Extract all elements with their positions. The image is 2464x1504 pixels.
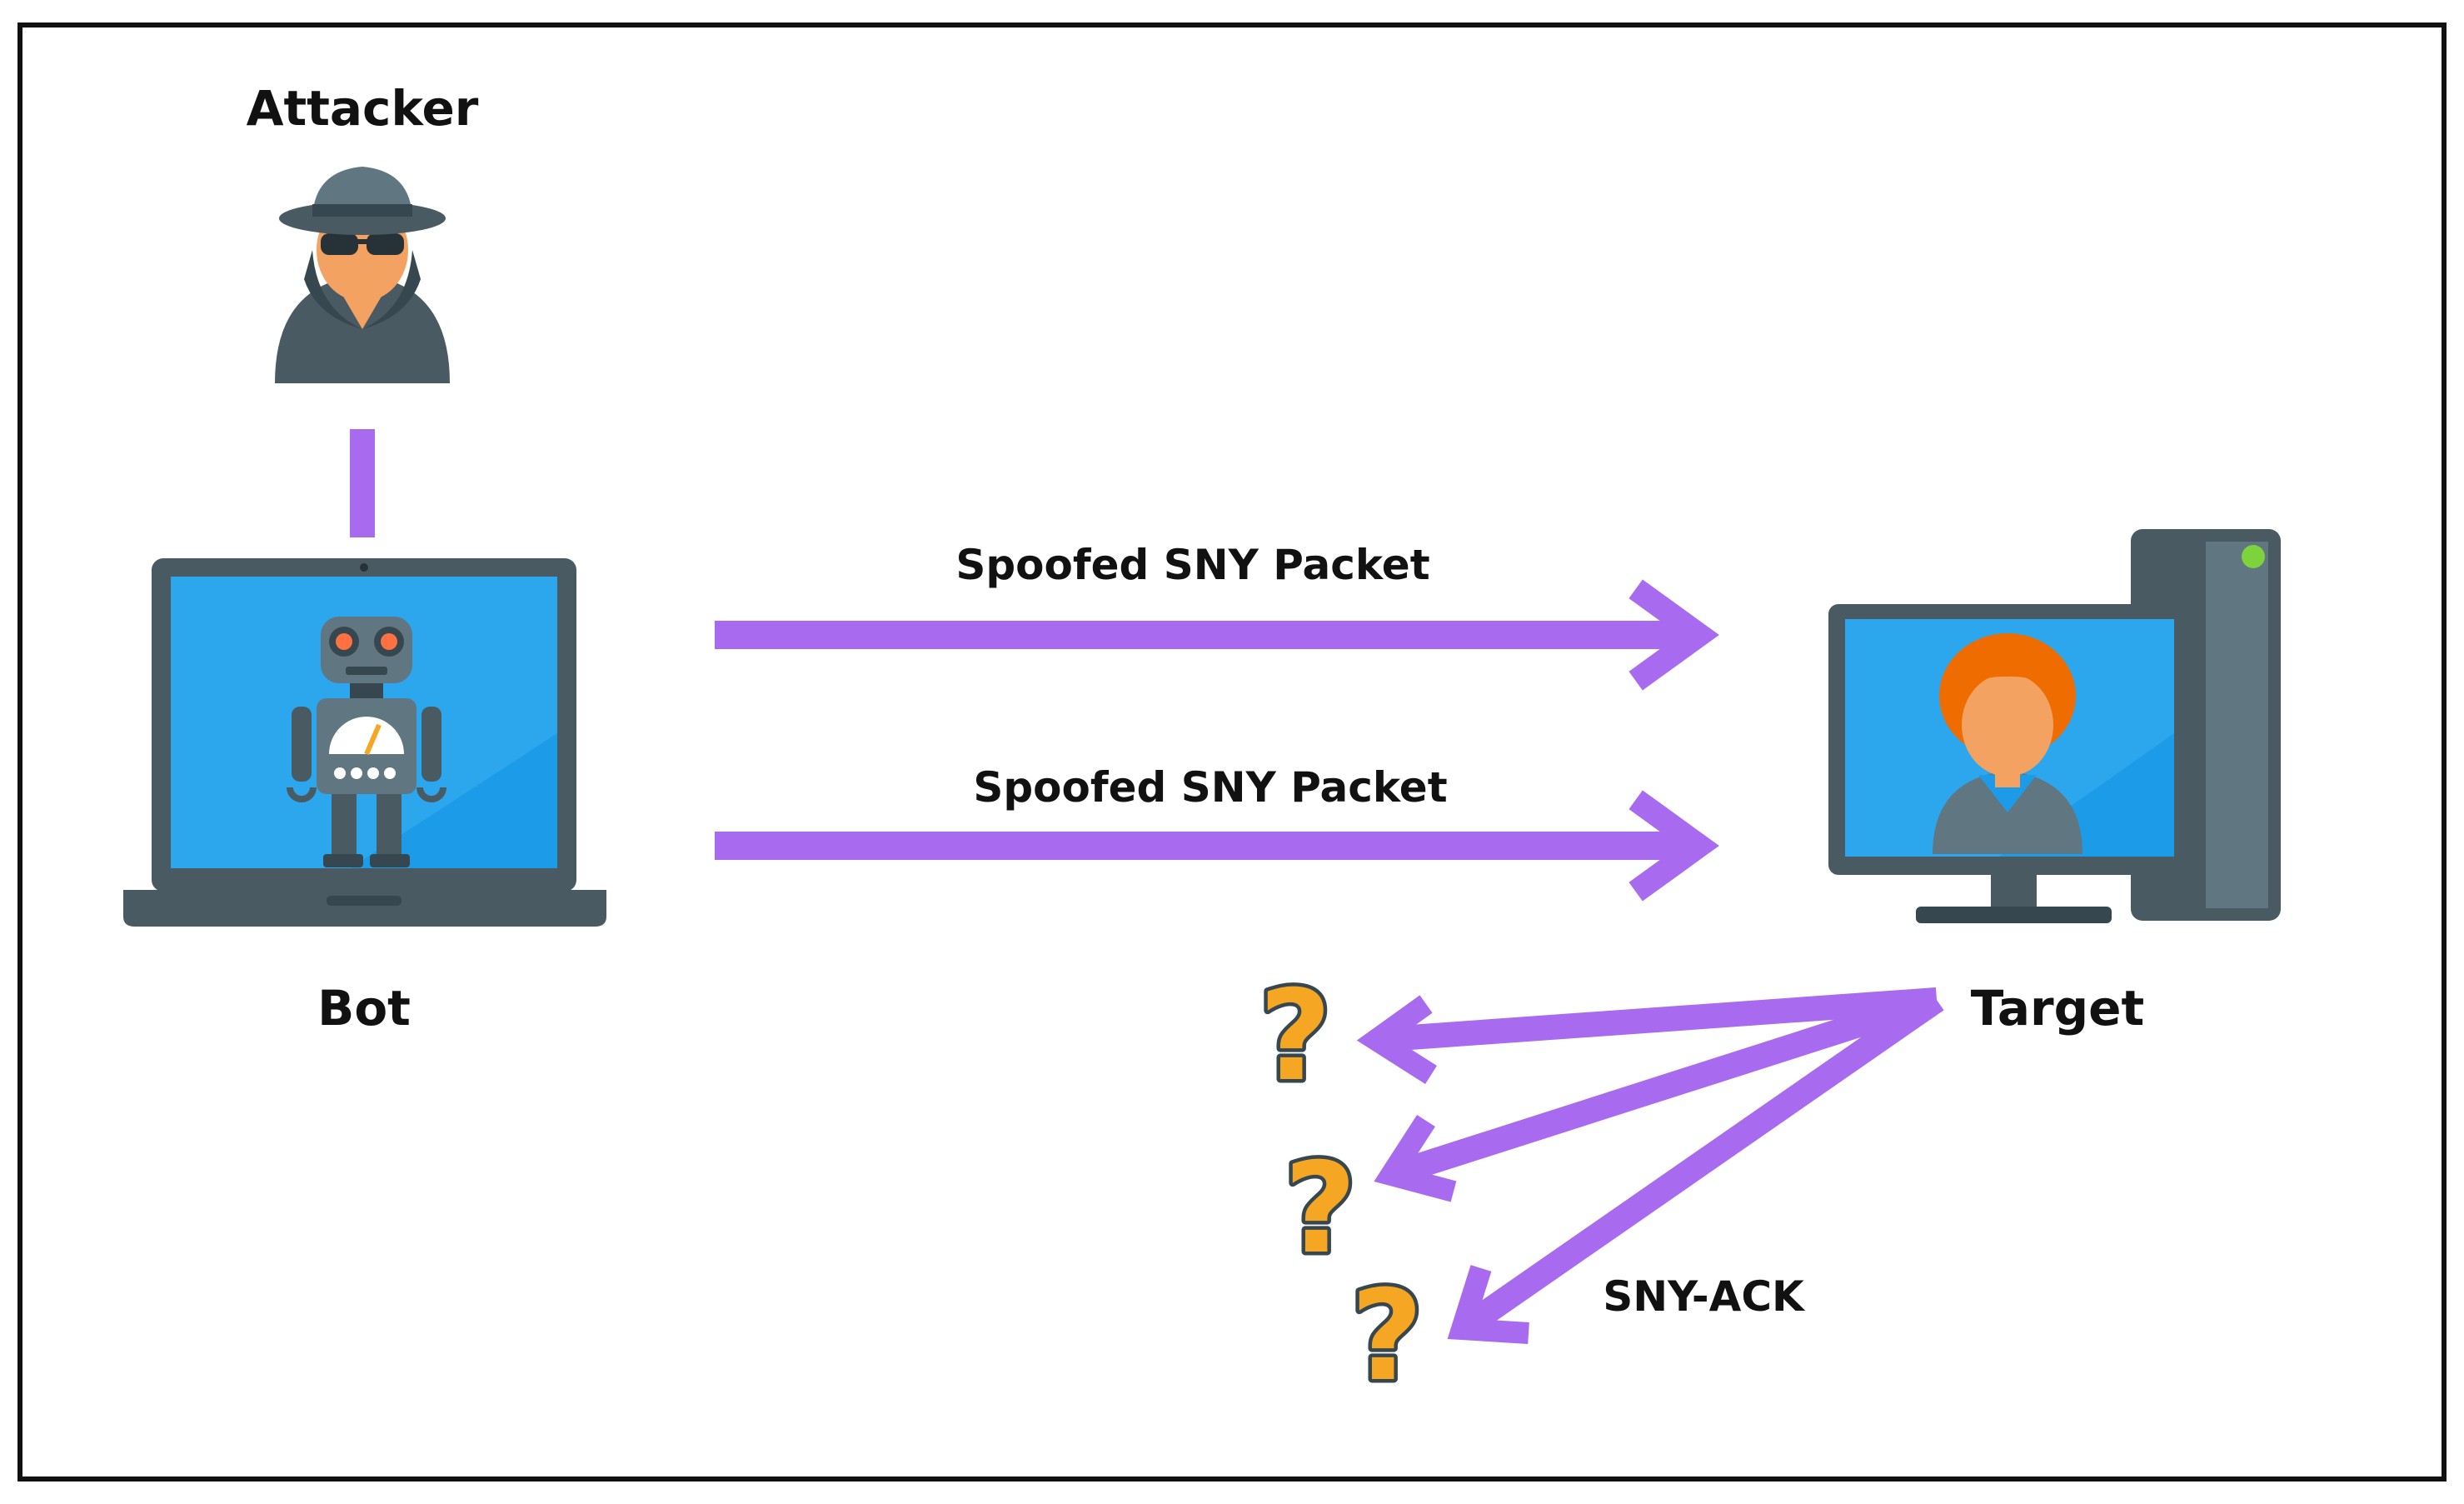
attacker-bot-link — [350, 429, 375, 537]
target-user-icon — [1933, 633, 2082, 854]
question-mark-icon: ? — [1350, 1264, 1423, 1409]
attacker-label: Attacker — [247, 80, 479, 137]
question-mark-icon: ? — [1284, 1137, 1356, 1282]
packet-arrow-1-label: Spoofed SNY Packet — [955, 541, 1429, 589]
packet-arrow-1 — [715, 579, 1719, 691]
robot-icon — [287, 617, 446, 867]
question-mark-icon: ? — [1259, 964, 1331, 1109]
attacker-icon — [275, 167, 450, 383]
reply-arrows — [1356, 987, 1944, 1344]
packet-arrow-2 — [715, 790, 1719, 902]
packet-arrow-2-label: Spoofed SNY Packet — [973, 763, 1447, 812]
target-label: Target — [1971, 980, 2144, 1037]
bot-label: Bot — [317, 980, 411, 1037]
reply-arrow-label: SNY-ACK — [1603, 1272, 1806, 1321]
